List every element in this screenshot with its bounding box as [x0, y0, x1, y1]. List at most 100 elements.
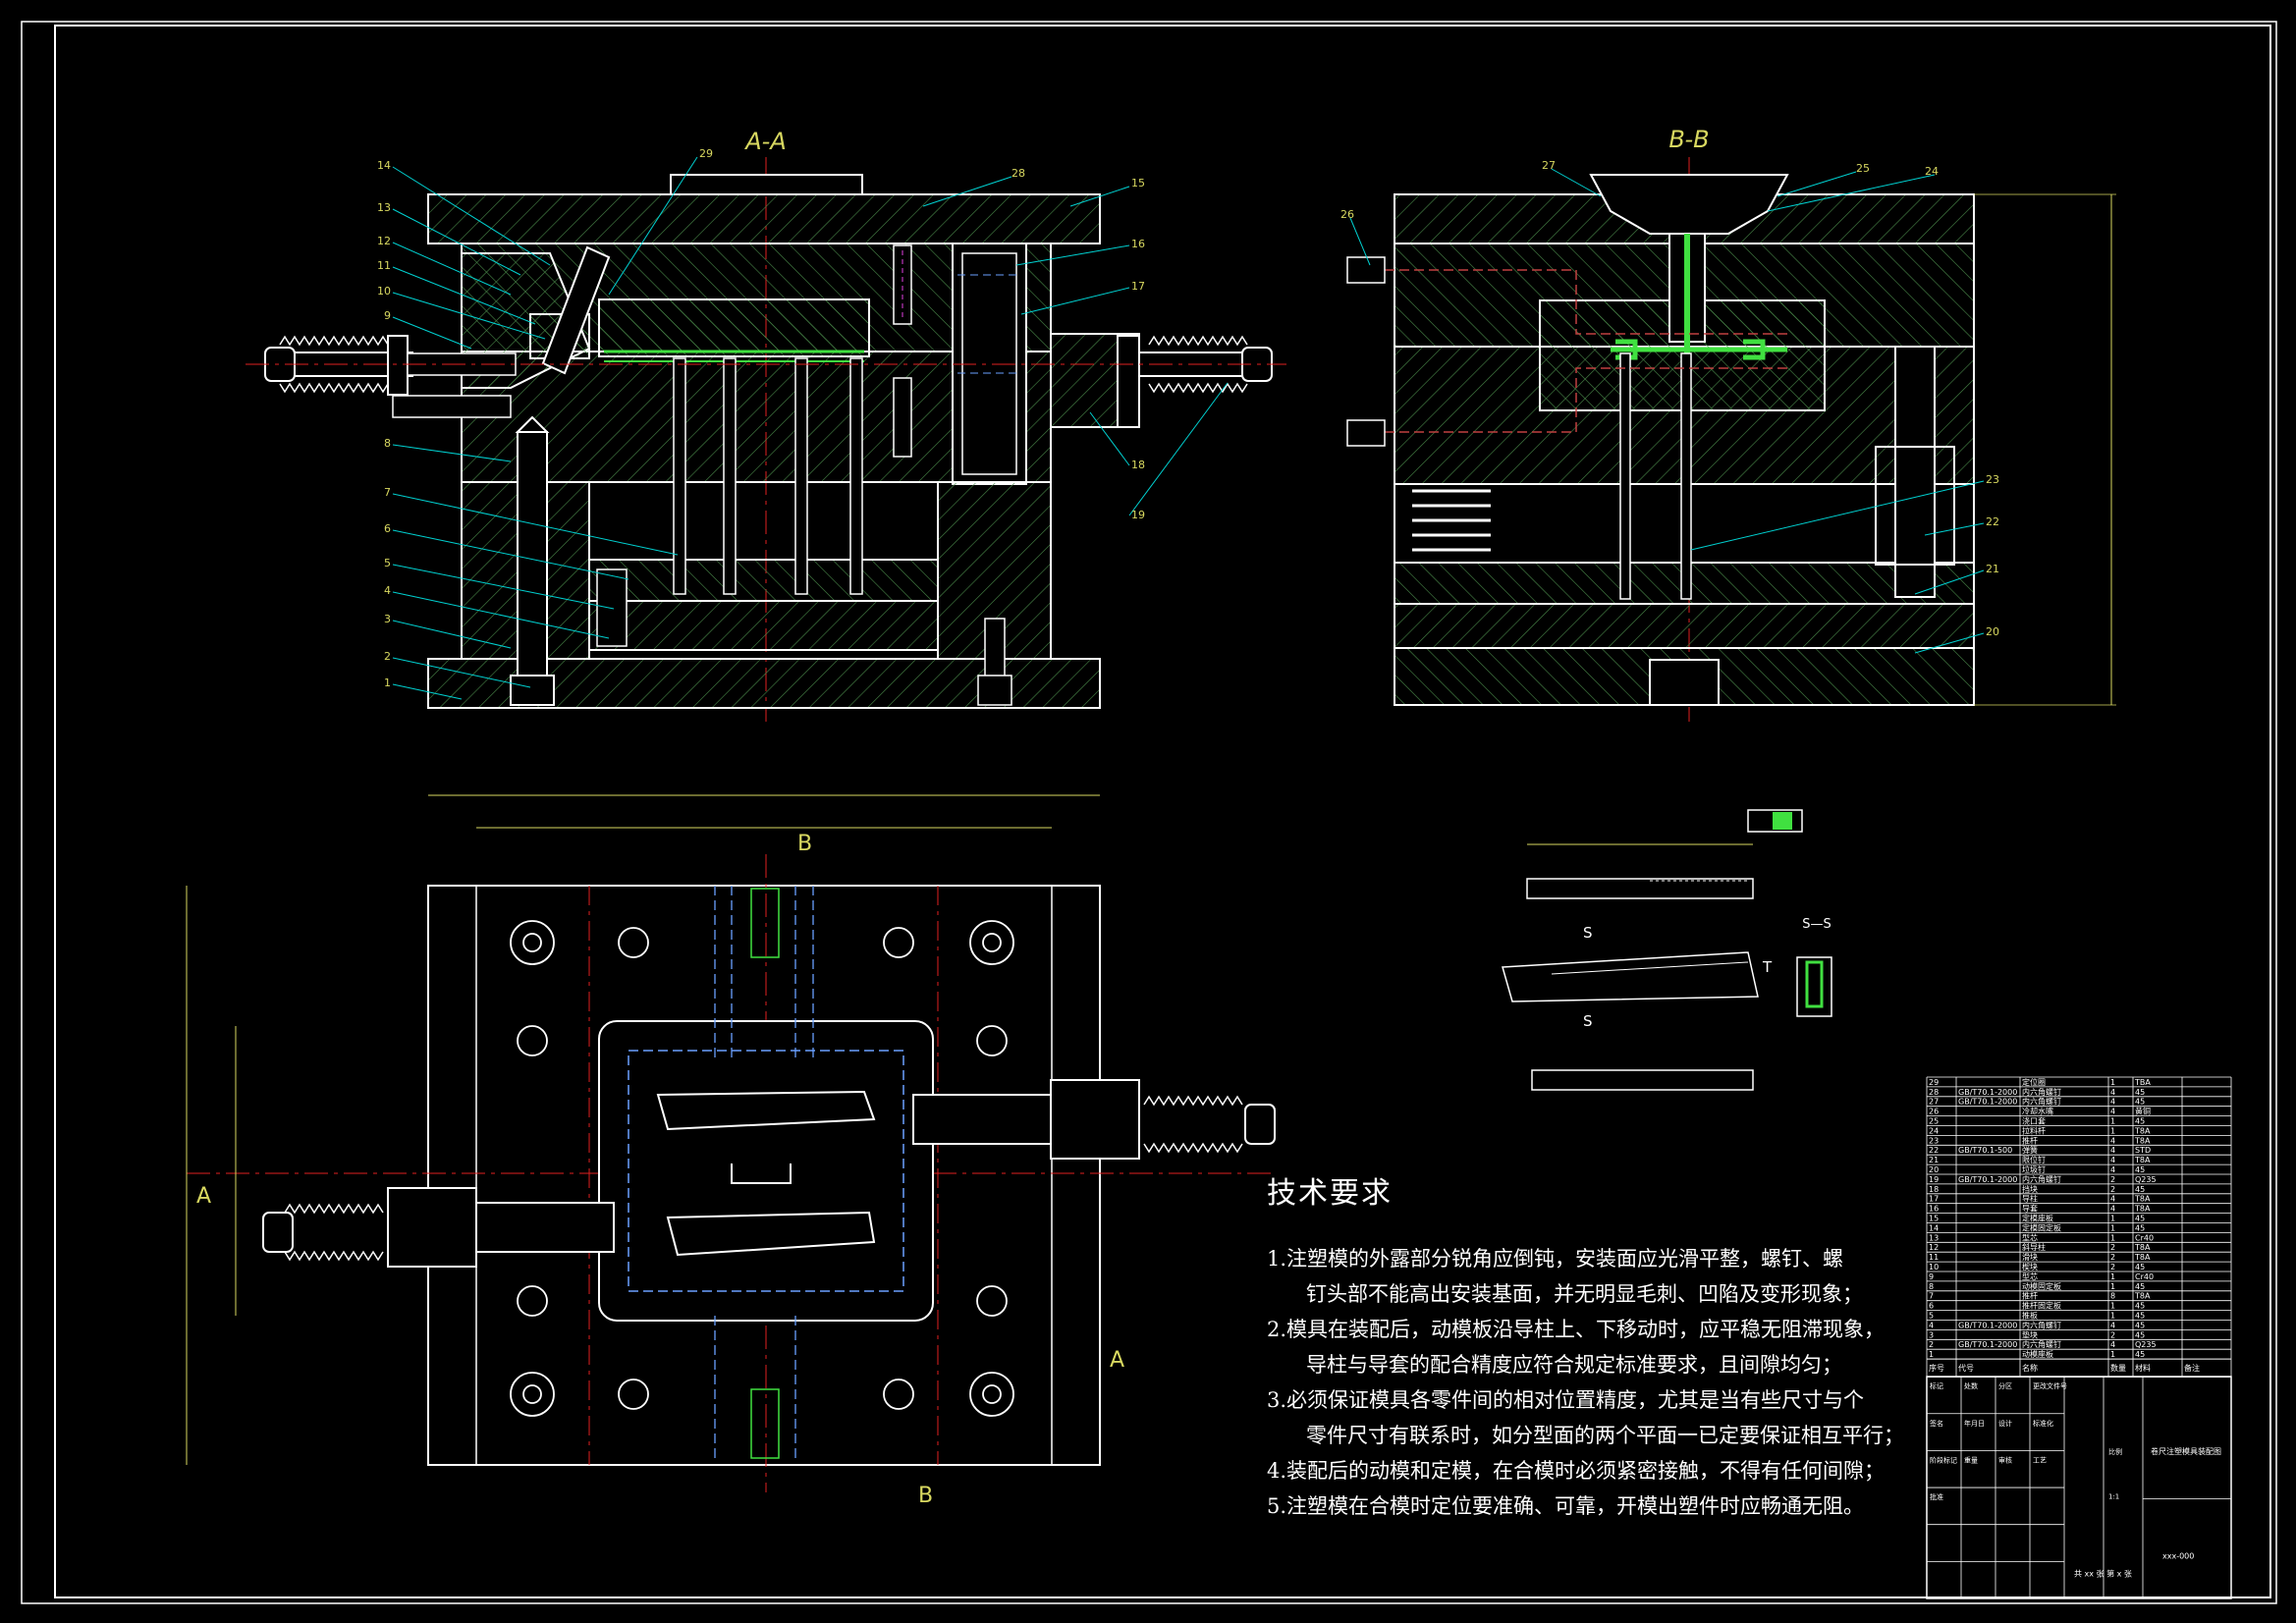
bom-cell: 滑块: [2022, 1252, 2038, 1262]
cut-a-right: A: [1110, 1348, 1124, 1373]
bom-cell: TBA: [2134, 1078, 2151, 1087]
bom-cell: 20: [1929, 1165, 1939, 1174]
bom-cell: 28: [1929, 1088, 1939, 1097]
section-aa-label: A-A: [743, 128, 787, 155]
cut-s-top: S: [1583, 924, 1593, 942]
balloon-13: 13: [377, 201, 391, 214]
bom-cell: 29: [1929, 1078, 1939, 1087]
bom-cell: 斜导柱: [2022, 1242, 2046, 1252]
bom-cell: 1: [2110, 1233, 2115, 1242]
section-bb: B-B: [1340, 126, 2116, 722]
bom-cell: 8: [2110, 1292, 2115, 1301]
title-block-label: 分区: [1998, 1381, 2012, 1390]
bom-cell: T8A: [2134, 1136, 2151, 1145]
tech-title: 技术要求: [1267, 1176, 1393, 1211]
bom-cell: 推杆固定板: [2022, 1301, 2061, 1311]
bom-cell: 2: [1929, 1340, 1934, 1349]
bom-cell: Cr40: [2135, 1233, 2154, 1242]
bom-cell: 15: [1929, 1215, 1939, 1223]
section-bb-label: B-B: [1668, 126, 1709, 153]
bom-cell: 1: [2110, 1117, 2115, 1126]
bom-cell: 11: [1929, 1253, 1939, 1262]
balloon-21: 21: [1986, 563, 1999, 575]
tech-line: 导柱与导套的配合精度应符合规定标准要求，且间隙均匀；: [1306, 1353, 1842, 1377]
bom-cell: 24: [1929, 1126, 1939, 1135]
top-clamp-plate: [427, 193, 1101, 244]
bom-cell: 7: [1929, 1292, 1934, 1301]
title-block-label: 设计: [1998, 1419, 2012, 1428]
bom-cell: 限位钉: [2022, 1155, 2046, 1164]
balloon-1: 1: [384, 676, 391, 689]
tech-line: 3.必须保证模具各零件间的相对位置精度，尤其是当有些尺寸与个: [1267, 1388, 1865, 1412]
bom-cell: T8A: [2134, 1195, 2151, 1204]
balloon-5: 5: [384, 557, 391, 569]
balloon-23: 23: [1986, 473, 1999, 486]
bom-cell: 挡块: [2022, 1184, 2038, 1194]
balloon-3: 3: [384, 613, 391, 625]
bom-cell: 8: [1929, 1282, 1934, 1291]
bom-cell: 45: [2135, 1282, 2145, 1291]
technical-requirements: 技术要求 1.注塑模的外露部分锐角应倒钝，安装面应光滑平整，螺钉、螺 钉头部不能…: [1267, 1168, 1904, 1524]
bom-cell: GB/T70.1-2000: [1958, 1175, 2017, 1184]
bom-cell: 1: [2110, 1302, 2115, 1311]
bom-cell: 动模座板: [2022, 1349, 2053, 1359]
cut-a-left: A: [196, 1184, 211, 1209]
title-block-label: 阶段标记: [1930, 1455, 1957, 1464]
drawing-title: 卷尺注塑模具装配图: [2151, 1446, 2221, 1456]
cut-s-bottom: S: [1583, 1012, 1593, 1030]
bom-cell: T8A: [2134, 1205, 2151, 1214]
balloon-20: 20: [1986, 625, 1999, 638]
bom-cell: 1: [1929, 1350, 1934, 1359]
bom-cell: T8A: [2134, 1126, 2151, 1135]
bom-cell: 22: [1929, 1146, 1939, 1155]
bom-cell: 冷却水嘴: [2022, 1107, 2053, 1116]
balloon-6: 6: [384, 522, 391, 535]
outer-border: [21, 21, 2277, 1604]
balloon-25: 25: [1856, 162, 1870, 175]
bom-cell: 14: [1929, 1223, 1939, 1232]
bom-cell: T8A: [2134, 1243, 2151, 1252]
bom-cell: 6: [1929, 1302, 1934, 1311]
bom-cell: 45: [2135, 1098, 2145, 1107]
title-block-label: 年月日: [1964, 1419, 1985, 1428]
bom-cell: 19: [1929, 1175, 1939, 1184]
balloon-24: 24: [1925, 165, 1939, 178]
balloon-18: 18: [1131, 459, 1145, 471]
bom-cell: 浇口套: [2022, 1116, 2046, 1126]
balloon-28: 28: [1011, 167, 1025, 180]
bom-cell: 18: [1929, 1185, 1939, 1194]
title-block: 标记处数分区更改文件号签名年月日设计标准化阶段标记重量审核工艺批准卷尺注塑模具装…: [1926, 1376, 2232, 1599]
balloon-9: 9: [384, 309, 391, 322]
bom-cell: 型芯: [2022, 1232, 2038, 1242]
bom-cell: GB/T70.1-2000: [1958, 1088, 2017, 1097]
bom-cell: 45: [2135, 1263, 2145, 1271]
balloon-19: 19: [1131, 509, 1145, 521]
title-block-label: 审核: [1998, 1455, 2012, 1464]
bom-header-cell: 备注: [2184, 1363, 2200, 1373]
balloon-4: 4: [384, 584, 391, 597]
tech-line: 4.装配后的动模和定模，在合模时必须紧密接触，不得有任何间隙；: [1267, 1459, 1886, 1483]
bom-header-cell: 序号: [1929, 1363, 1944, 1373]
bom-cell: 楔块: [2022, 1262, 2038, 1271]
title-block-label: 签名: [1930, 1419, 1943, 1428]
title-block-label: 处数: [1964, 1381, 1978, 1390]
bom-cell: 45: [2135, 1321, 2145, 1329]
title-block-label: 工艺: [2033, 1456, 2047, 1464]
balloon-15: 15: [1131, 177, 1145, 189]
bom-cell: STD: [2135, 1146, 2151, 1155]
balloon-10: 10: [377, 285, 391, 298]
title-block-label: 重量: [1964, 1456, 1978, 1464]
bom-cell: 45: [2135, 1330, 2145, 1339]
bom-cell: 23: [1929, 1136, 1939, 1145]
balloon-29: 29: [699, 147, 713, 160]
bom-cell: 4: [2110, 1108, 2115, 1116]
scale-label: 比例: [2108, 1447, 2122, 1456]
bom-cell: 16: [1929, 1205, 1939, 1214]
bom-cell: 定模固定板: [2022, 1222, 2061, 1232]
balloon-14: 14: [377, 159, 391, 172]
bom-cell: 导套: [2022, 1204, 2038, 1214]
title-block-label: 标记: [1930, 1381, 1943, 1390]
bom-cell: 5: [1929, 1312, 1934, 1321]
bom-cell: 内六角螺钉: [2022, 1320, 2061, 1329]
